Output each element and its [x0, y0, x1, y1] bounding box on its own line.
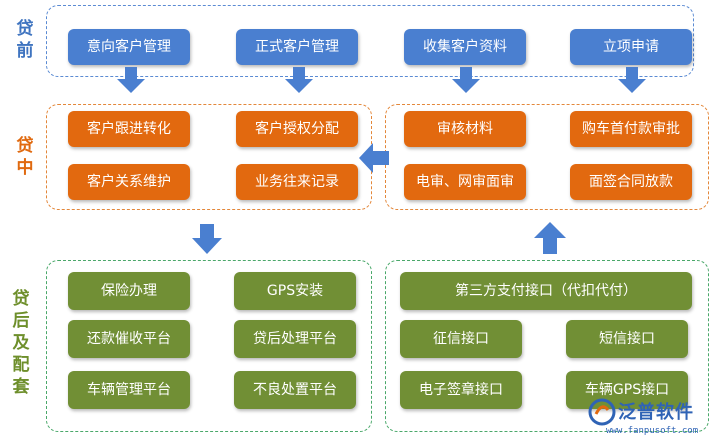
post-loan-right-panel: [385, 260, 709, 432]
mid-loan-box-follow-up: 客户跟进转化: [68, 111, 190, 147]
post-loan-box-post-processing: 贷后处理平台: [234, 320, 356, 358]
stage-label-char: 贷: [16, 19, 34, 39]
pre-loan-box-collect-info: 收集客户资料: [404, 29, 526, 65]
mid-loan-box-review-materials: 审核材料: [404, 111, 526, 147]
stage-label-pre-loan: 贷 前: [14, 18, 36, 62]
stage-label-char: 贷: [16, 136, 34, 156]
post-loan-box-gps-install: GPS安装: [234, 272, 356, 310]
logo-name: 泛普软件: [618, 402, 694, 423]
post-loan-box-vehicle-management: 车辆管理平台: [68, 371, 190, 409]
stage-label-char: 前: [16, 41, 34, 61]
post-loan-box-e-signature: 电子签章接口: [400, 371, 522, 409]
stage-label-char: 中: [16, 158, 34, 178]
stage-label-char: 及: [12, 333, 30, 353]
post-loan-box-sms-interface: 短信接口: [566, 320, 688, 358]
logo-url: www.fanpusoft.com: [606, 426, 699, 436]
stage-label-char: 贷: [12, 289, 30, 309]
pre-loan-box-formal-customer: 正式客户管理: [236, 29, 358, 65]
arrow-down-icon: [452, 67, 480, 93]
pre-loan-box-intent-customer: 意向客户管理: [68, 29, 190, 65]
pre-loan-panel: [46, 5, 694, 77]
stage-label-char: 配: [12, 355, 30, 375]
mid-loan-box-phone-web-interview: 电审、网审面审: [404, 164, 526, 200]
mid-loan-box-contract-loan: 面签合同放款: [570, 164, 692, 200]
post-loan-box-insurance: 保险办理: [68, 272, 190, 310]
arrow-down-icon: [618, 67, 646, 93]
brand-logo: 泛普软件 www.fanpusoft.com: [588, 396, 718, 442]
logo-mark-icon: [588, 398, 616, 426]
mid-loan-box-down-payment: 购车首付款审批: [570, 111, 692, 147]
post-loan-box-bad-debt: 不良处置平台: [234, 371, 356, 409]
arrow-down-icon: [117, 67, 145, 93]
post-loan-left-panel: [46, 260, 372, 432]
mid-loan-box-business-records: 业务往来记录: [236, 164, 358, 200]
arrow-down-icon: [192, 224, 222, 254]
arrow-down-icon: [285, 67, 313, 93]
mid-loan-box-authorize: 客户授权分配: [236, 111, 358, 147]
post-loan-box-third-party-payment: 第三方支付接口（代扣代付）: [400, 272, 692, 310]
stage-label-char: 套: [12, 377, 30, 397]
pre-loan-box-project-apply: 立项申请: [570, 29, 692, 65]
arrow-left-icon: [359, 143, 389, 173]
arrow-up-icon: [534, 222, 566, 254]
post-loan-box-credit-interface: 征信接口: [400, 320, 522, 358]
stage-label-mid-loan: 贷 中: [14, 135, 36, 179]
post-loan-box-repayment-collection: 还款催收平台: [68, 320, 190, 358]
post-loan-box-vehicle-gps: 车辆GPS接口: [566, 371, 688, 409]
stage-label-char: 后: [12, 311, 30, 331]
mid-loan-box-relationship: 客户关系维护: [68, 164, 190, 200]
stage-label-post-loan: 贷 后 及 配 套: [10, 288, 32, 398]
